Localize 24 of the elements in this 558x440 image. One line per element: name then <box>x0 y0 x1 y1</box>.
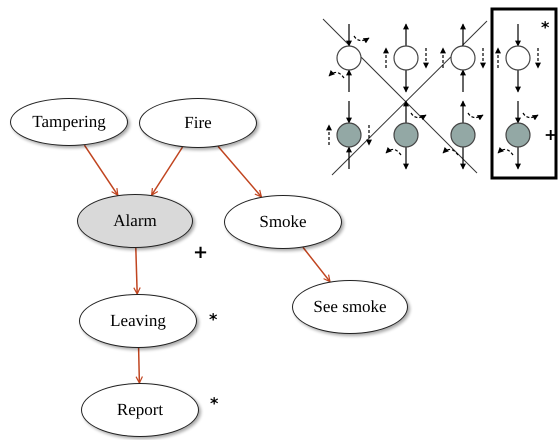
annotation-mark: * <box>541 20 550 36</box>
arrow <box>135 348 144 384</box>
ellipse-node <box>10 98 128 146</box>
node-label: Fire <box>184 113 212 133</box>
arrow <box>133 248 141 295</box>
arrow <box>302 246 331 282</box>
ellipse-node <box>292 280 408 334</box>
annotation-mark: * <box>210 396 218 412</box>
arrow <box>84 144 118 196</box>
ellipse-node <box>81 383 199 437</box>
ellipse-node <box>224 195 342 249</box>
ellipse-node <box>139 98 257 148</box>
arrow <box>218 146 262 198</box>
node-label: See smoke <box>313 297 387 317</box>
node-label: Leaving <box>110 311 166 331</box>
node-label: Alarm <box>113 211 157 231</box>
ellipse-node <box>79 294 197 348</box>
node-label: Report <box>116 400 164 420</box>
annotation-mark: + <box>193 244 208 262</box>
arrow <box>151 146 184 196</box>
annotation-mark: * <box>209 312 218 328</box>
node-label: Tampering <box>32 112 106 132</box>
ellipse-node <box>77 194 193 248</box>
node-label: Smoke <box>259 212 307 232</box>
